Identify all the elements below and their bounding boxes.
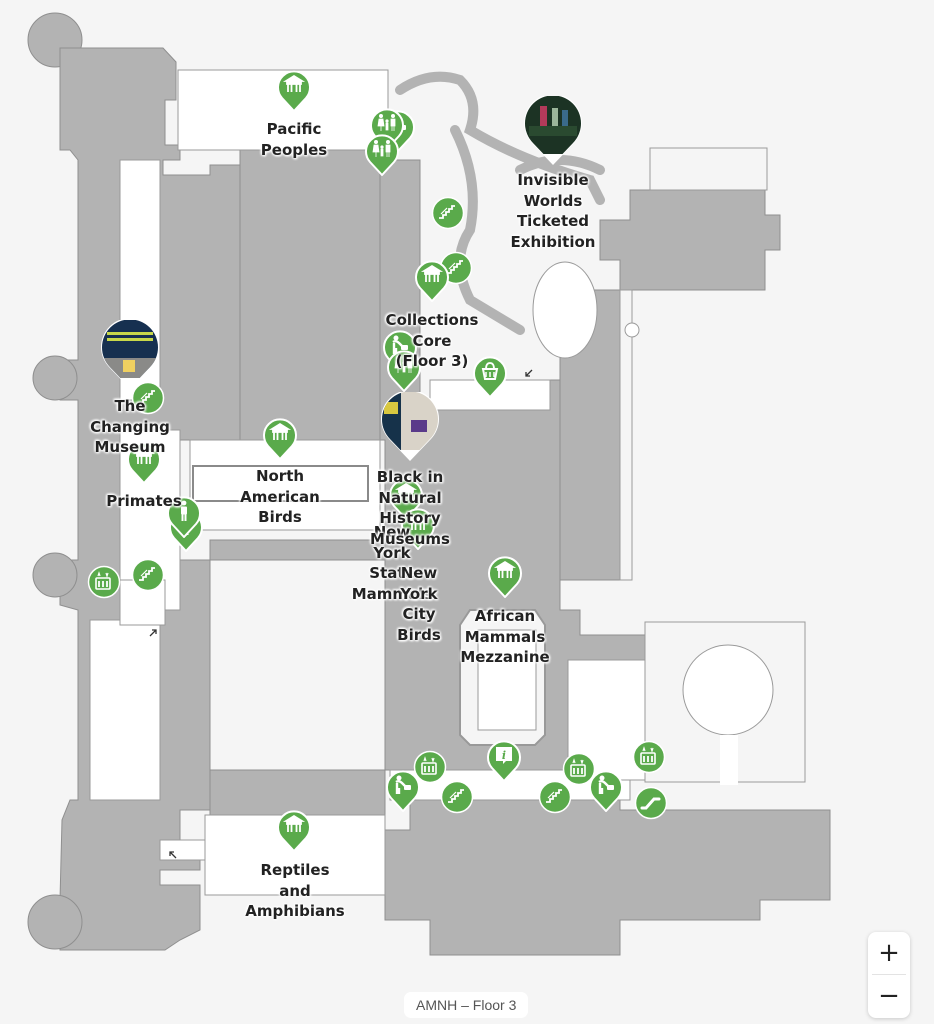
zoom-in-button[interactable]: + [878,938,900,968]
exhibit-pavilion-icon [401,508,435,551]
exhibit-pin-primates[interactable] [126,440,162,485]
exhibit-photo-black-in-natural-history[interactable] [381,390,439,462]
exhibit-pin-new-york-city-birds[interactable] [400,506,436,551]
exhibit-pin-reptiles-amphibians[interactable] [276,808,312,853]
restroom-person-icon [167,496,201,539]
exhibit-pin-collections-core[interactable] [414,258,450,303]
photo-thumbnail-icon [381,390,439,461]
stairs-marker[interactable] [131,558,165,592]
photo-thumbnail-icon [524,93,582,165]
zoom-controls: + − [868,932,910,1018]
stairs-icon [431,196,465,230]
stairs-marker[interactable] [431,196,465,230]
elevator-icon [632,740,666,774]
baby-changing-icon [589,770,623,813]
exhibit-pavilion-icon [415,260,449,303]
elevator-marker[interactable] [413,750,447,784]
elevator-marker[interactable] [632,740,666,774]
nursing-room-pin[interactable] [385,768,421,813]
zoom-out-button[interactable]: − [878,981,900,1011]
shopping-bag-icon [473,356,507,399]
elevator-marker[interactable] [87,565,121,599]
stairs-marker[interactable] [538,780,572,814]
stairs-icon [131,381,165,415]
exhibit-pavilion-icon [488,556,522,599]
baby-changing-icon [386,770,420,813]
exhibit-photo-changing-museum[interactable] [101,318,159,390]
shop-pin[interactable] [472,354,508,399]
svg-text:i: i [502,749,506,762]
exhibit-pin-pacific-peoples[interactable] [276,68,312,113]
elevator-marker[interactable] [562,752,596,786]
exhibit-pin-african-mammals-mezzanine[interactable] [487,554,523,599]
stairs-icon [538,780,572,814]
family-restroom-pin[interactable] [386,348,422,393]
photo-thumbnail-icon [101,318,159,389]
exhibit-photo-invisible-worlds[interactable] [524,93,582,166]
elevator-icon [562,752,596,786]
exhibit-pavilion-icon [263,418,297,461]
info-icon: i [487,740,521,783]
family-restroom-icon [365,134,399,177]
information-pin[interactable]: i [486,738,522,783]
escalator-arrows [149,369,533,859]
family-restroom-pin[interactable] [364,132,400,177]
exhibit-pavilion-icon [277,810,311,853]
zoom-divider [872,974,906,975]
stairs-marker[interactable] [440,780,474,814]
exhibit-pavilion-icon [277,70,311,113]
floor-indicator: AMNH – Floor 3 [404,992,529,1018]
elevator-icon [413,750,447,784]
restroom-pin[interactable] [166,494,202,539]
stairs-icon [131,558,165,592]
exhibit-pavilion-icon [127,442,161,485]
escalator-marker[interactable] [634,786,668,820]
stairs-icon [440,780,474,814]
exhibit-pin-north-american-birds[interactable] [262,416,298,461]
elevator-icon [87,565,121,599]
nursing-room-pin[interactable] [588,768,624,813]
family-restroom-icon [387,350,421,393]
escalator-icon [634,786,668,820]
stairs-marker[interactable] [131,381,165,415]
